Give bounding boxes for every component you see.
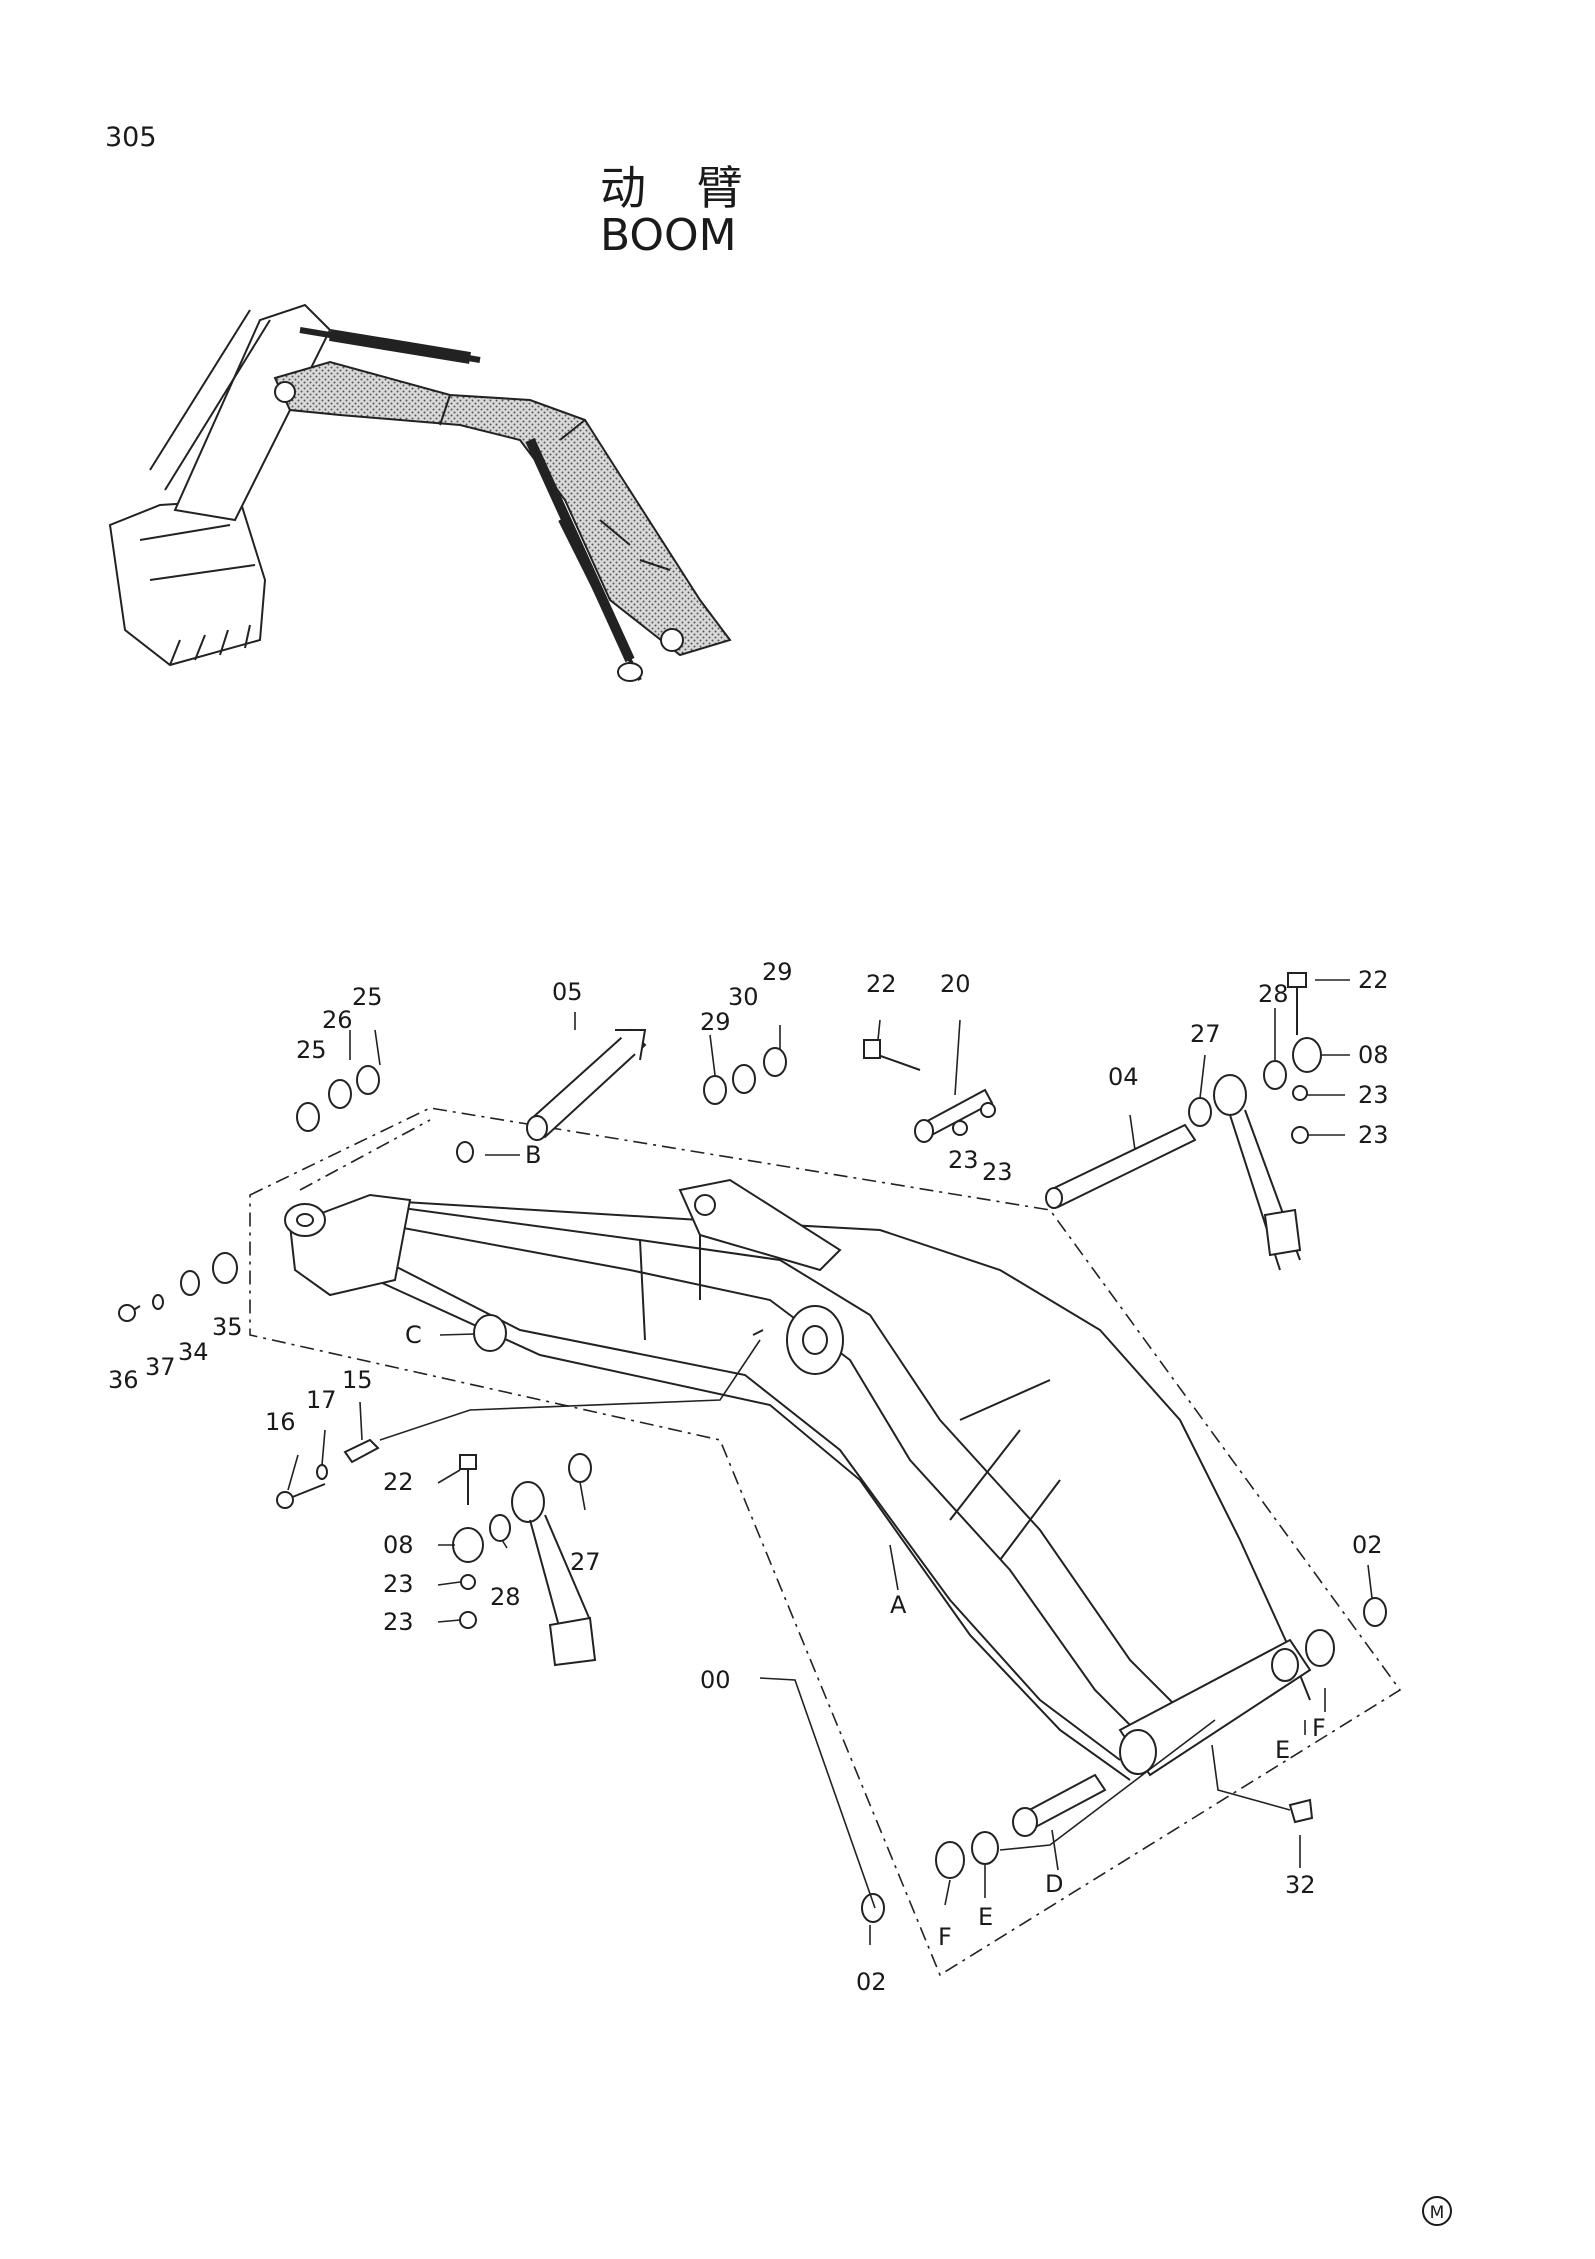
callout-23: 23	[1358, 1081, 1389, 1109]
callout-29: 29	[762, 958, 793, 986]
callout-F: F	[938, 1923, 952, 1951]
callout-labels: 05 25 26 25 29 30 29 22 20 22 28 08 27 0…	[108, 958, 1389, 1996]
callout-04: 04	[1108, 1063, 1139, 1091]
callout-36: 36	[108, 1366, 139, 1394]
title-english: BOOM	[600, 210, 737, 261]
callout-02: 02	[856, 1968, 887, 1996]
callout-E: E	[978, 1903, 993, 1931]
callout-34: 34	[178, 1338, 209, 1366]
leader-lines	[287, 979, 1373, 1945]
callout-26: 26	[322, 1006, 353, 1034]
callout-30: 30	[728, 983, 759, 1011]
callout-D: D	[1045, 1870, 1063, 1898]
callout-23: 23	[1358, 1121, 1389, 1149]
callout-F: F	[1312, 1714, 1326, 1742]
callout-20: 20	[940, 970, 971, 998]
corner-mark: M	[1422, 2196, 1452, 2226]
callout-05: 05	[552, 978, 583, 1006]
callout-25: 25	[352, 983, 383, 1011]
callout-02: 02	[1352, 1531, 1383, 1559]
callout-15: 15	[342, 1366, 373, 1394]
callout-28: 28	[490, 1583, 521, 1611]
callout-22: 22	[1358, 966, 1389, 994]
callout-08: 08	[1358, 1041, 1389, 1069]
callout-00: 00	[700, 1666, 731, 1694]
excavator-overview-illustration	[108, 303, 732, 682]
callout-B: B	[525, 1141, 541, 1169]
callout-32: 32	[1285, 1871, 1316, 1899]
page-number: 305	[105, 122, 157, 153]
callout-17: 17	[306, 1386, 337, 1414]
callout-23: 23	[948, 1146, 979, 1174]
callout-28: 28	[1258, 980, 1289, 1008]
callout-27: 27	[570, 1548, 601, 1576]
callout-C: C	[405, 1321, 422, 1349]
callout-08: 08	[383, 1531, 414, 1559]
callout-23: 23	[383, 1608, 414, 1636]
boom-body-outline	[284, 1178, 1312, 1781]
callout-E: E	[1275, 1736, 1290, 1764]
callout-29: 29	[700, 1008, 731, 1036]
callout-22: 22	[866, 970, 897, 998]
callout-25: 25	[296, 1036, 327, 1064]
assembly-dashed-outline	[249, 1107, 1402, 1977]
callout-27: 27	[1190, 1020, 1221, 1048]
callout-16: 16	[265, 1408, 296, 1436]
callout-35: 35	[212, 1313, 243, 1341]
callout-22: 22	[383, 1468, 414, 1496]
boom-parts	[118, 972, 1387, 1923]
title-chinese: 动 臂	[600, 161, 761, 215]
callout-A: A	[890, 1591, 907, 1619]
callout-23: 23	[982, 1158, 1013, 1186]
callout-37: 37	[145, 1353, 176, 1381]
callout-23: 23	[383, 1570, 414, 1598]
